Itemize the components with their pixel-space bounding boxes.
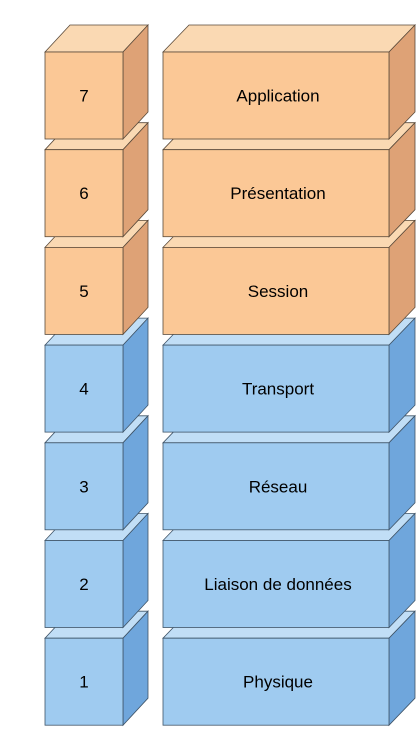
layer-number-label: 6 [79,184,88,203]
osi-layer-2: 2 Liaison de données [44,512,416,629]
layer-number-block [44,610,149,727]
layer-number-label: 4 [79,380,88,399]
layer-name-block [162,512,416,629]
box-front-face [162,246,390,335]
layer-number-block [44,121,149,238]
box-front-face [44,442,124,531]
osi-layer-3: 3 Réseau [44,414,416,531]
layer-number-label: 5 [79,282,88,301]
layer-name-label: Présentation [230,184,325,203]
layer-name-block [162,24,416,140]
box-front-face [162,442,390,531]
box-front-face [44,149,124,238]
osi-layer-5: 5 Session [44,219,416,336]
layer-name-label: Transport [242,380,314,399]
osi-layer-4: 4 Transport [44,317,416,434]
layer-name-label: Physique [243,673,313,692]
layer-number-block [44,414,149,531]
box-front-face [44,246,124,335]
layer-number-label: 1 [79,673,88,692]
layer-name-block [162,317,416,434]
box-front-face [44,637,124,726]
layer-name-label: Réseau [249,477,308,496]
box-front-face [162,344,390,433]
osi-layer-7: 7 Application [44,23,416,141]
box-front-face [44,344,124,433]
layer-name-block [162,414,416,531]
box-top-face [162,24,416,53]
layer-number-label: 2 [79,575,88,594]
box-front-face [162,51,390,140]
layer-name-label: Application [236,87,319,106]
layer-name-block [162,219,416,336]
osi-layer-1: 1 Physique [44,610,416,727]
box-front-face [44,540,124,628]
layer-number-label: 3 [79,477,88,496]
box-front-face [162,637,390,726]
box-front-face [44,51,124,140]
layer-name-block [162,610,416,727]
osi-layer-6: 6 Présentation [44,121,416,238]
layer-name-label: Liaison de données [204,575,351,594]
layer-name-label: Session [248,282,308,301]
layer-number-block [44,219,149,336]
layer-number-block [44,23,149,141]
layer-name-block [162,121,416,238]
box-front-face [162,540,390,628]
layer-number-block [44,512,149,629]
layer-number-block [44,317,149,434]
layer-number-label: 7 [79,87,88,106]
box-front-face [162,149,390,238]
